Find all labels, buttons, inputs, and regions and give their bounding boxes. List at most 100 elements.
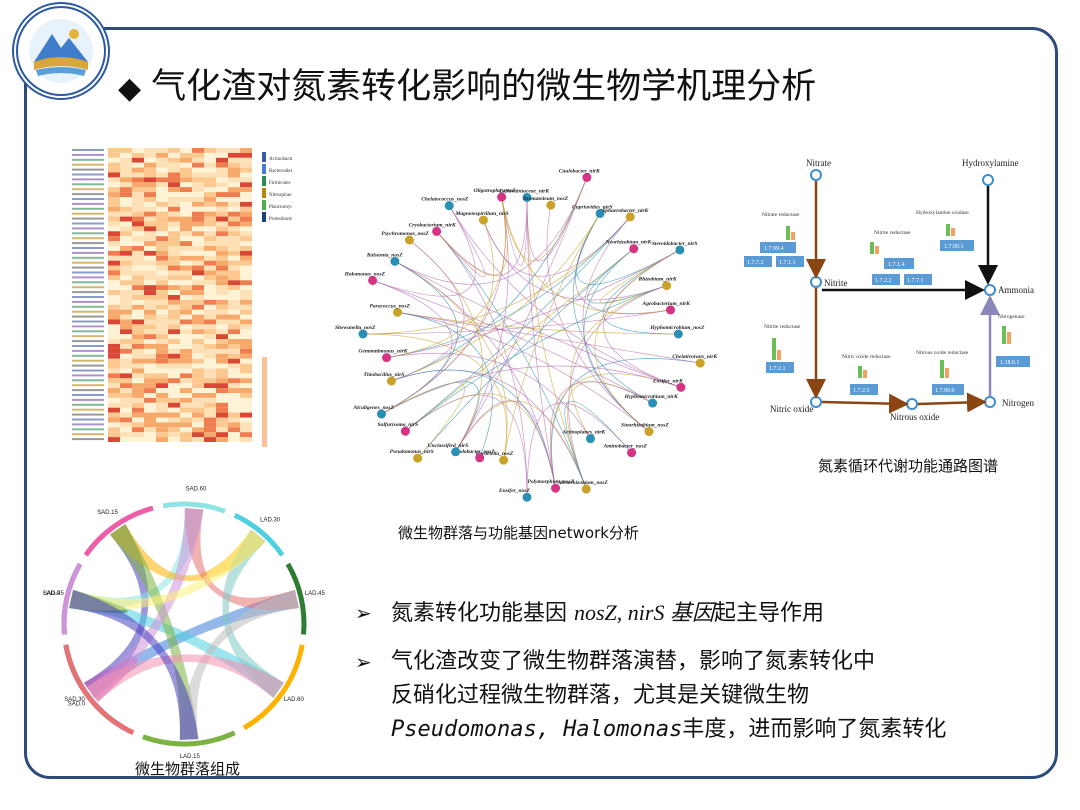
network-node-label: Cryobacterium_nirK [409,222,456,228]
network-node [499,455,509,465]
conclusion-list: ➢ 氮素转化功能基因 nosZ, nirS 基因起主导作用 ➢ 气化渣改变了微生… [355,596,1045,761]
heatmap-legend-label: Proteobacteria [269,217,292,222]
network-node-label: Rhodobacter_nosZ [451,449,496,455]
network-node [444,201,454,211]
svg-text:1.7.7.1: 1.7.7.1 [907,278,924,284]
chord-ribbon [86,654,285,702]
heatmap-legend-label: Planctomycetes [269,205,292,210]
chord-label: SAD.60 [186,487,207,493]
chord-label: LAD.45 [305,591,326,597]
network-node [629,244,639,254]
network-node-label: Aminobacter_nosZ [603,444,648,450]
network-node-label: Steroidobacter_nirS [652,241,698,247]
network-node [478,215,488,225]
bullet-item-1: ➢ 氮素转化功能基因 nosZ, nirS 基因起主导作用 [355,596,1045,631]
network-node-label: Alcaligenes_nosZ [352,405,394,411]
network-node-label: Ensifer_nosZ [498,488,531,494]
svg-text:Nitrogenase: Nitrogenase [998,314,1025,320]
network-node-label: Hyphomicrobium_nirK [624,394,679,400]
network-node [625,212,635,222]
chord-label: LAD.15 [180,754,201,760]
title-text: 气化渣对氮素转化影响的微生物学机理分析 [151,67,817,107]
pathway-figure: Nitrate Hydroxylamine Nitrite Ammonia Ni… [740,150,1040,430]
network-node-label: Mesorhizobium_nosZ [557,480,608,486]
network-node-label: Aromatoleum_nosZ [522,196,569,202]
svg-text:1.7.1.4: 1.7.1.4 [888,262,905,268]
network-node [522,192,532,202]
network-node [546,200,556,210]
network-node-label: Ralstonia_nosZ [366,252,403,258]
chord-ribbon [184,508,299,610]
network-node-label: Caulobacter_nirK [559,168,600,174]
network-node [475,453,485,463]
node-ammonia: Ammonia [998,285,1034,295]
network-node [551,483,561,493]
network-node [400,426,410,436]
chord-ribbon [222,529,285,698]
network-caption: 微生物群落与功能基因network分析 [398,524,639,542]
svg-text:1.18.6.1: 1.18.6.1 [1000,360,1020,366]
network-node-label: Cupriavidus_nirS [572,204,612,210]
svg-text:Nitrite reductase: Nitrite reductase [874,230,911,236]
network-node-label: Actinoplanes_nirK [561,430,605,436]
svg-text:1.7.2.2: 1.7.2.2 [875,278,892,284]
slide-title: ◆ 气化渣对氮素转化影响的微生物学机理分析 [118,58,816,109]
network-node [432,226,442,236]
network-node-label: Psychromonas_nosZ [381,231,429,237]
bullet-item-2: ➢ 气化渣改变了微生物群落演替，影响了氮素转化中反硝化过程微生物群落，尤其是关键… [355,645,1045,747]
network-node-label: Oligotropha_nosZ [474,188,516,194]
heatmap-legend-label: Firmicutes [269,181,290,186]
svg-text:Nitrite reductase: Nitrite reductase [764,324,801,330]
network-node-label: Chelatococcus_nosZ [421,197,469,203]
chord-label: LAD.30 [260,517,281,523]
network-node [582,172,592,182]
institution-logo [12,2,110,100]
svg-text:Nitrous oxide reductase: Nitrous oxide reductase [916,350,969,356]
chord-arc [242,644,305,731]
network-node-label: Polymorphum_nosZ [528,479,575,485]
chord-arc [162,501,226,514]
network-node-label: Halomonas_nosZ [344,271,386,277]
network-node-label: Bordetella_nosZ [475,451,514,457]
chord-label: LAD.0 [43,591,60,597]
svg-text:1.7.99.4: 1.7.99.4 [764,246,784,252]
node-nitrogen: Nitrogen [1002,398,1034,408]
network-node-label: Sphaerobacter_nirK [602,208,648,214]
diamond-bullet-icon: ◆ [118,71,142,106]
node-nitrous-oxide: Nitrous oxide [890,412,939,422]
svg-text:1.7.1.1: 1.7.1.1 [779,260,796,266]
network-node [595,208,605,218]
network-node-label: Hyphomicrobium_nosZ [649,325,705,331]
slide-frame [24,27,1058,779]
chord-arc [285,562,307,635]
pathway-caption: 氮素循环代谢功能通路图谱 [818,457,999,475]
network-node-label: Ensifer_nirK [652,378,683,384]
svg-text:1.7.2.5: 1.7.2.5 [853,388,870,394]
network-node [451,447,461,457]
node-nitrite: Nitrite [824,278,848,288]
network-node-label: Magnetospirillum_nirS [454,211,508,217]
heatmap-legend-label: Actinobacteria [269,157,292,162]
network-node [382,353,392,363]
chord-label: SAD.0 [68,702,86,708]
chord-label: SAD.30 [64,697,85,703]
network-node-label: Gemmatimonas_nirK [359,349,408,355]
chord-caption: 微生物群落组成 [135,760,241,778]
arrow-bullet-icon: ➢ [355,601,372,625]
svg-text:1.7.99.6: 1.7.99.6 [935,388,955,394]
network-node [627,448,637,458]
chord-ribbon [69,589,199,740]
network-node [585,434,595,444]
svg-text:1.7.99.1: 1.7.99.1 [944,244,964,250]
network-node [673,329,683,339]
network-node [676,382,686,392]
chord-arc [233,512,285,557]
node-hydroxylamine: Hydroxylamine [962,158,1019,168]
chord-arc [63,644,135,736]
network-node-label: Thiobacillus_nirS [363,372,404,378]
network-node [404,235,414,245]
network-node [644,427,654,437]
chord-label: SAD.15 [97,510,118,516]
network-node [522,492,532,502]
